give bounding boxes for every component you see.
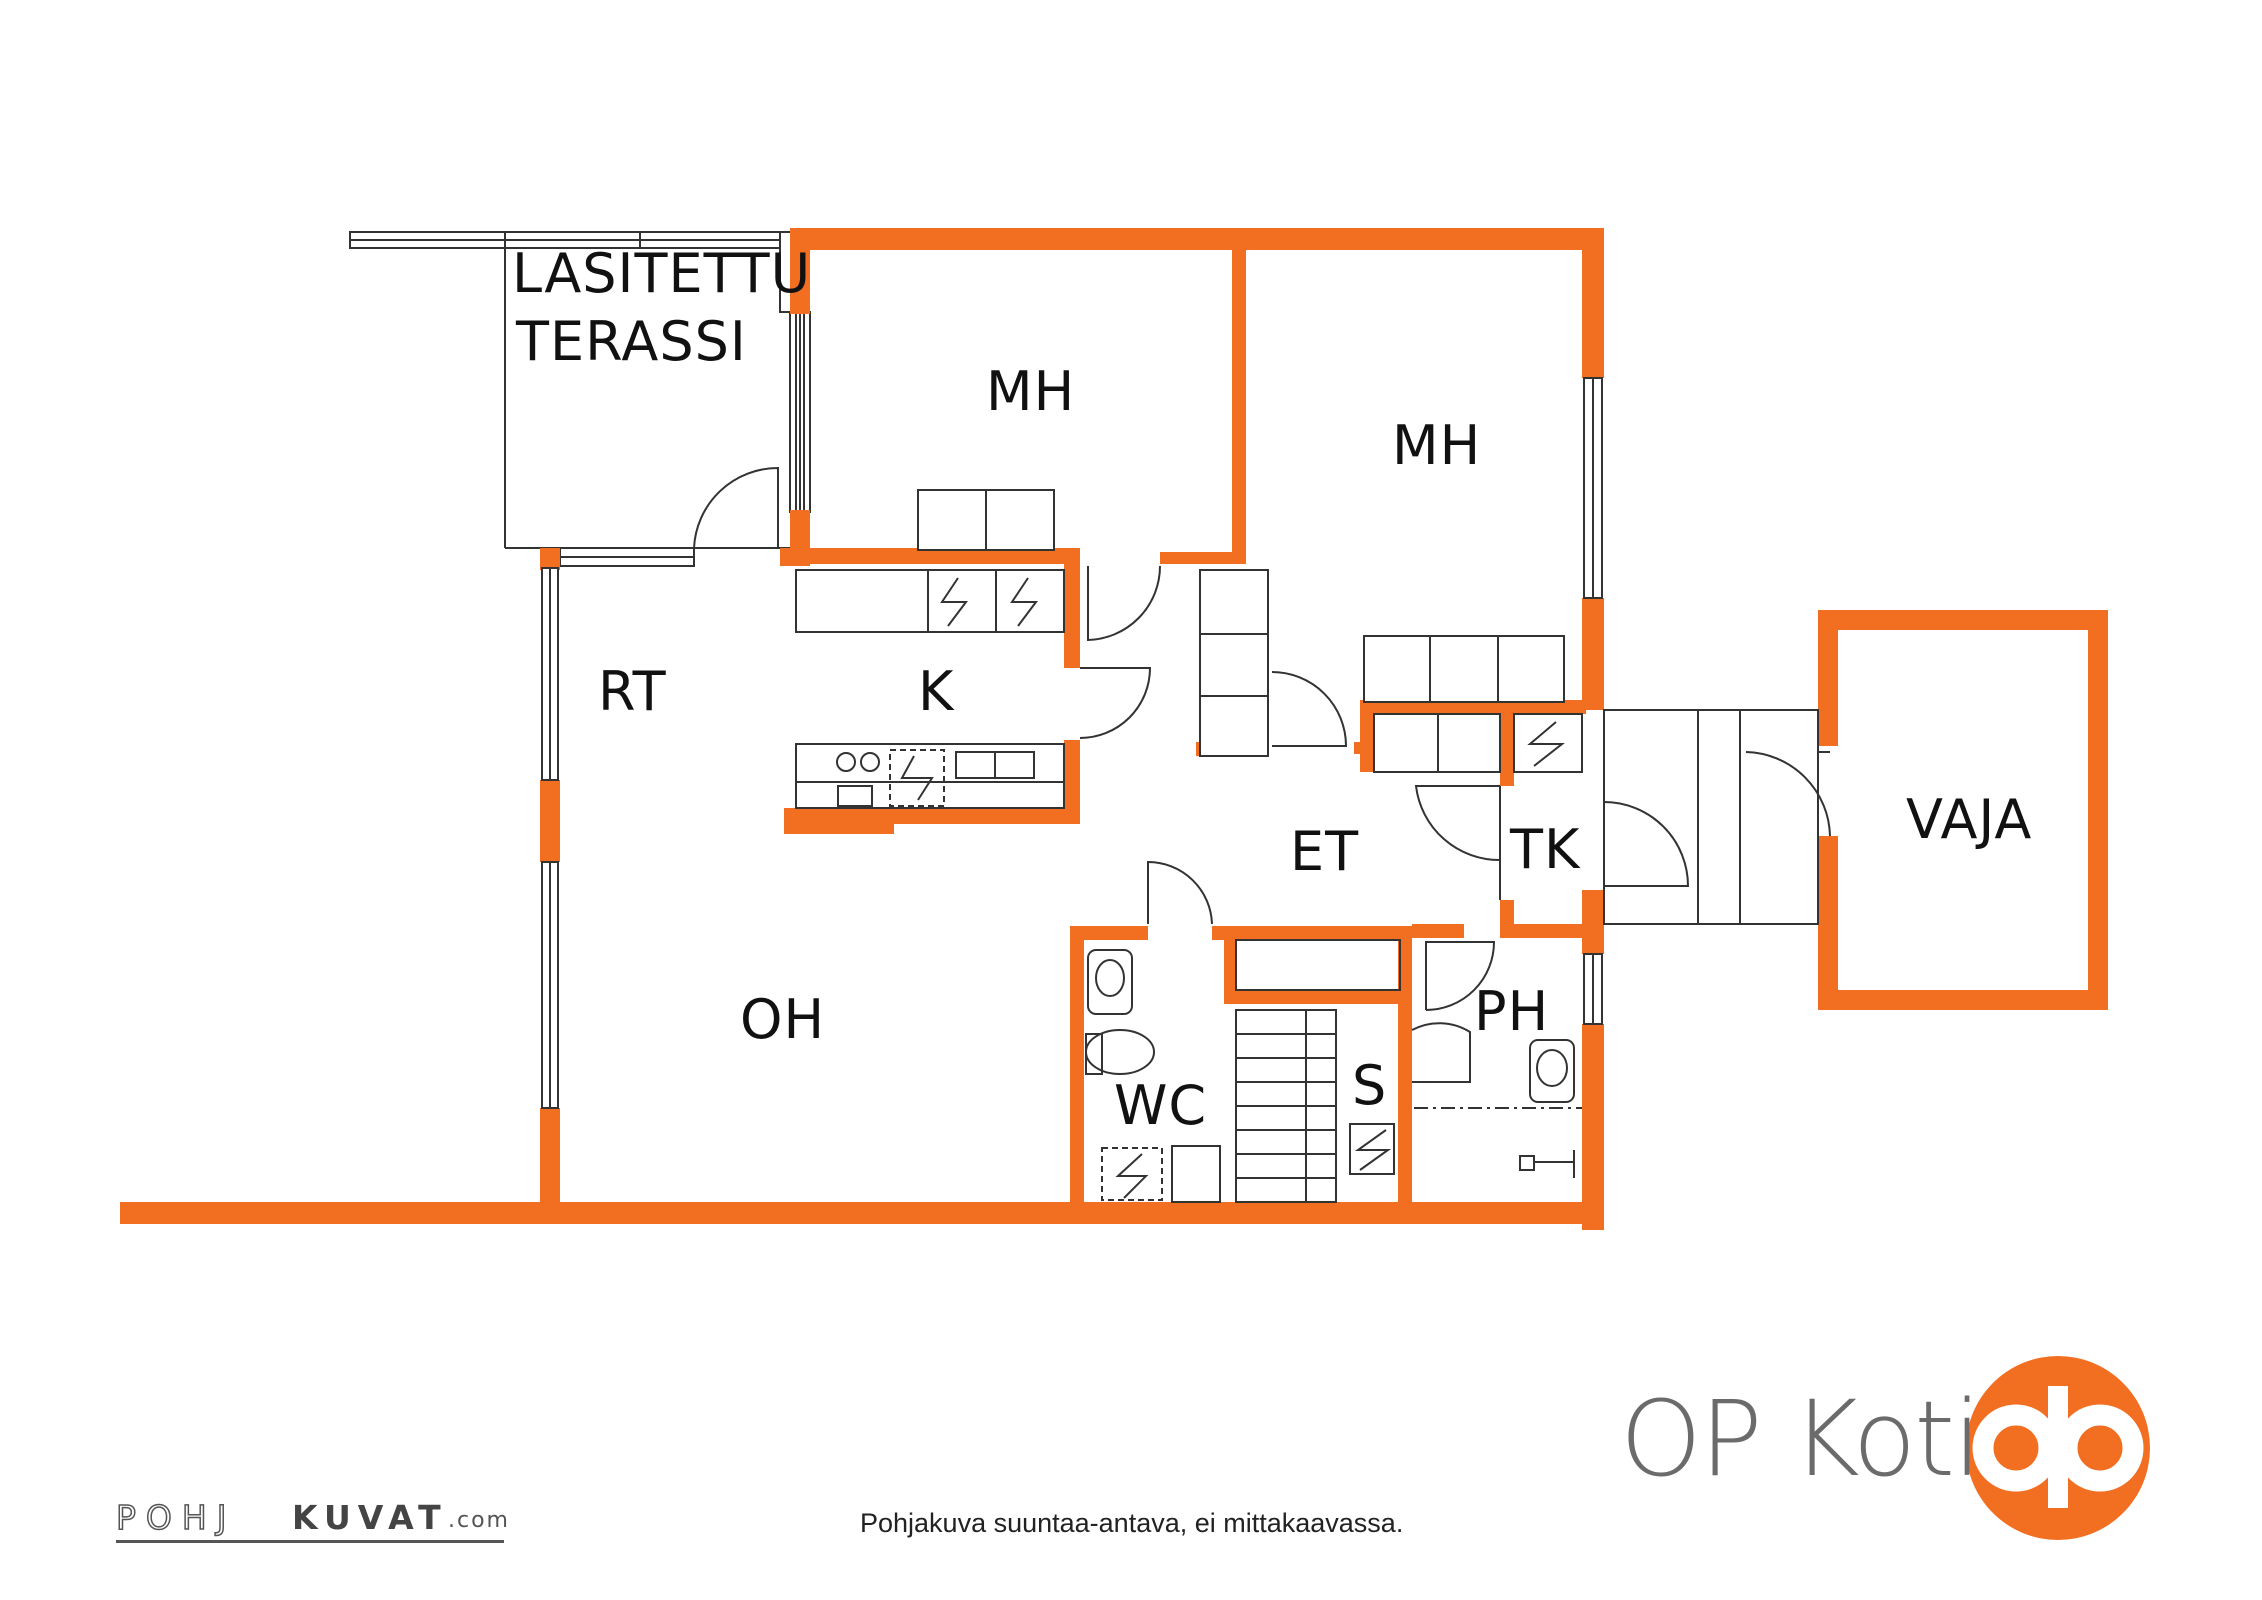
room-label-wc: WC [1114,1074,1207,1137]
credit-part-3: .com [448,1508,510,1533]
logo-underline [116,1540,504,1543]
pohjakuvat-logo: POHJ KUVAT .com [115,1496,510,1548]
brand-name: OP Koti [1620,1378,1982,1500]
room-label-bedroom-2: MH [1392,414,1481,477]
op-logo-icon [1966,1356,2150,1540]
room-labels: LASITETTU TERASSI MH MH RT K ET TK VAJA … [512,242,2032,1137]
room-label-shed: VAJA [1906,788,2032,851]
room-label-bedroom-1: MH [986,360,1075,423]
room-label-sauna: S [1352,1054,1387,1117]
walls [120,228,2108,1230]
fixtures [541,377,1831,1203]
room-label-bathroom: PH [1474,980,1549,1043]
room-label-kitchen: K [918,660,955,723]
room-label-terrace-2: TERASSI [515,310,747,373]
credit-part-2: KUVAT [292,1498,448,1537]
room-label-terrace-1: LASITETTU [512,242,811,305]
room-label-closet: TK [1509,818,1581,881]
room-label-living: OH [740,988,825,1051]
room-label-hall: ET [1290,820,1359,883]
disclaimer-text: Pohjakuva suuntaa-antava, ei mittakaavas… [860,1508,1404,1538]
room-label-balcony: RT [598,660,667,723]
credit-part-1: POHJ [115,1497,237,1538]
